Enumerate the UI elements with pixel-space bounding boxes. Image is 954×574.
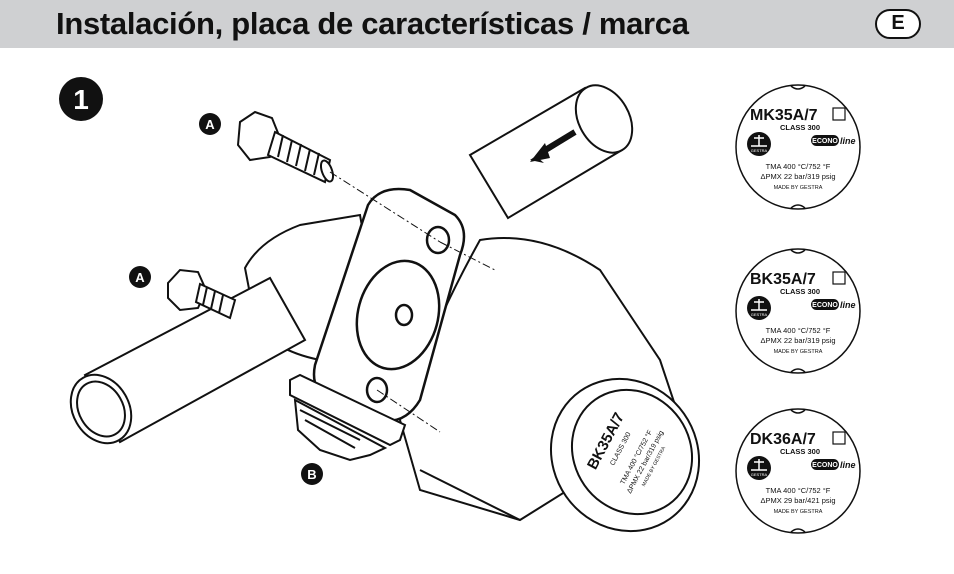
nameplate-tma: TMA 400 °C/752 °F [766,326,831,335]
gestra-logo-icon: GESTRA [747,456,771,480]
bolt-lower [167,268,237,320]
gestra-logo-text: GESTRA [751,472,768,477]
nameplate-notch [790,249,806,254]
nameplate-notch [790,85,806,90]
econo-badge [811,459,839,470]
nameplate-made-by: MADE BY GESTRA [774,185,823,191]
gestra-logo-icon: GESTRA [747,296,771,320]
step-number-badge: 1 [59,77,103,121]
econo-line-text: line [840,136,856,146]
flange-plate [312,187,466,423]
gestra-logo-icon: GESTRA [747,132,771,156]
flow-arrow-icon [530,129,577,163]
econo-text: ECONO [812,302,838,309]
nameplate-notch [790,204,806,209]
econo-text: ECONO [812,462,838,469]
callout-a-lower: A [129,266,151,288]
nameplate-disc [735,248,861,374]
gestra-logo-text: GESTRA [751,148,768,153]
nameplate-model: BK35A/7 [750,271,816,288]
nameplate-class: CLASS 300 [780,123,820,132]
nameplate-pmx: ΔPMX 29 bar/421 psig [760,496,835,505]
econo-badge [811,299,839,310]
lower-pipe [69,276,307,445]
upper-pipe [468,84,634,220]
econo-badge [811,135,839,146]
nameplate-class: CLASS 300 [780,447,820,456]
nameplate-notch [790,528,806,533]
gestra-logo-text: GESTRA [751,312,768,317]
nameplate-checkbox [832,431,846,445]
nameplate-made-by: MADE BY GESTRA [774,509,823,515]
nameplate-made-by: MADE BY GESTRA [774,349,823,355]
nameplate-disc [735,84,861,210]
econo-line-text: line [840,460,856,470]
nameplate-notch [790,368,806,373]
econo-line-text: line [840,300,856,310]
nameplate-tma: TMA 400 °C/752 °F [766,486,831,495]
callout-b: B [301,463,323,485]
nameplate-notch [790,409,806,414]
bottom-nut [289,373,407,462]
econo-text: ECONO [812,138,838,145]
nameplate-model: MK35A/7 [750,107,818,124]
end-cap [549,377,701,533]
svg-text:A: A [135,270,145,285]
nameplate-pmx: ΔPMX 22 bar/319 psig [760,336,835,345]
svg-text:A: A [205,117,215,132]
nameplate-pmx: ΔPMX 22 bar/319 psig [760,172,835,181]
step-number: 1 [73,84,89,115]
axis-lines [329,171,496,433]
nameplate-tma: TMA 400 °C/752 °F [766,162,831,171]
nameplate-checkbox [832,107,846,121]
svg-text:B: B [307,467,316,482]
page-header: Instalación, placa de características / … [0,0,954,48]
nameplate-model: DK36A/7 [750,431,816,448]
bolt-upper [236,110,335,184]
language-badge: E [875,9,921,39]
nameplate-class: CLASS 300 [780,287,820,296]
nameplate-checkbox [832,271,846,285]
page-title: Instalación, placa de características / … [56,6,689,41]
callout-a-upper: A [199,113,221,135]
nameplate-disc [735,408,861,534]
